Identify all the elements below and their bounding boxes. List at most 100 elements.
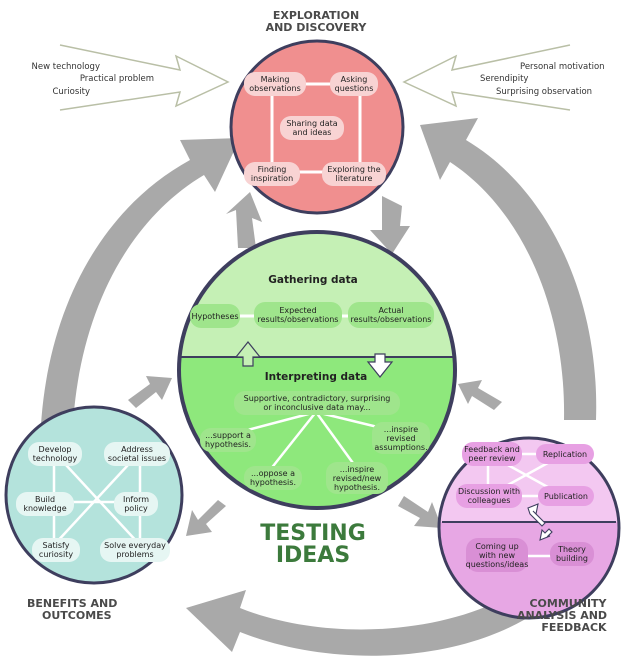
- arrow-test-to-explore-left: [226, 192, 262, 248]
- benefits-circle: Develop technology Address societal issu…: [4, 405, 184, 585]
- svg-text:Feedback and: Feedback and: [464, 445, 520, 454]
- svg-text:Expected: Expected: [279, 306, 316, 315]
- svg-text:assumptions.: assumptions.: [374, 443, 427, 452]
- community-circle: Feedback and peer review Replication Dis…: [437, 436, 621, 620]
- benefit-node-address-societal: Address societal issues: [104, 442, 170, 466]
- benefits-title-line2: OUTCOMES: [42, 609, 112, 622]
- interpret-node-oppose: ...oppose a hypothesis.: [244, 466, 302, 490]
- svg-text:literature: literature: [336, 174, 373, 183]
- gathering-data-title: Gathering data: [268, 274, 357, 286]
- svg-text:Publication: Publication: [544, 492, 588, 501]
- arrow-down-to-interpreting-icon: [366, 353, 394, 378]
- input-serendipity: Serendipity: [480, 74, 528, 84]
- benefit-node-build-knowledge: Build knowledge: [16, 492, 74, 516]
- interpret-node-revised-assumptions: ...inspire revised assumptions.: [372, 422, 430, 454]
- input-practical-problem: Practical problem: [80, 74, 154, 84]
- input-arrows: [59, 44, 571, 111]
- svg-text:peer review: peer review: [468, 454, 516, 463]
- explore-node-finding-inspiration: Finding inspiration: [244, 162, 300, 186]
- svg-text:Replication: Replication: [543, 450, 587, 459]
- community-title-line2: ANALYSIS AND: [517, 609, 607, 622]
- right-input-arrow: [402, 44, 571, 111]
- testing-circle: Gathering data Hypotheses Expected resul…: [177, 230, 457, 510]
- left-input-arrow: [59, 44, 230, 111]
- svg-text:observations: observations: [249, 84, 300, 93]
- benefit-node-inform-policy: Inform policy: [114, 492, 158, 516]
- gather-node-expected: Expected results/observations: [254, 302, 342, 328]
- svg-text:...inspire: ...inspire: [384, 425, 419, 434]
- community-title-line3: FEEDBACK: [541, 621, 607, 634]
- testing-title-line1: TESTING: [260, 521, 366, 546]
- input-labels-left: New technology Practical problem Curiosi…: [32, 62, 154, 97]
- svg-text:hypothesis.: hypothesis.: [205, 440, 251, 449]
- community-node-discussion: Discussion with colleagues: [456, 484, 522, 508]
- interpreting-data-title: Interpreting data: [265, 371, 368, 383]
- interpret-node-data-may: Supportive, contradictory, surprising or…: [234, 391, 400, 415]
- svg-text:revised/new: revised/new: [333, 474, 382, 483]
- svg-text:inspiration: inspiration: [251, 174, 293, 183]
- input-new-technology: New technology: [32, 62, 100, 72]
- svg-text:knowledge: knowledge: [23, 504, 66, 513]
- svg-text:results/observations: results/observations: [258, 315, 339, 324]
- benefit-node-satisfy-curiosity: Satisfy curiosity: [32, 538, 80, 562]
- community-node-new-questions: Coming up with new questions/ideas: [466, 538, 528, 572]
- input-surprising-observation: Surprising observation: [496, 87, 592, 97]
- svg-text:Hypotheses: Hypotheses: [191, 312, 238, 321]
- svg-text:Finding: Finding: [258, 165, 287, 174]
- community-title-line1: COMMUNITY: [529, 597, 607, 610]
- gather-node-hypotheses: Hypotheses: [190, 304, 240, 328]
- svg-text:policy: policy: [124, 504, 148, 513]
- arrow-test-to-benefits: [186, 500, 226, 536]
- svg-text:...oppose a: ...oppose a: [251, 469, 295, 478]
- double-arrow-icon: [527, 503, 553, 541]
- interpret-node-support: ...support a hypothesis.: [200, 428, 256, 452]
- community-node-theory: Theory building: [550, 542, 594, 566]
- arrow-community-to-test: [458, 380, 502, 410]
- svg-text:problems: problems: [116, 550, 153, 559]
- arrow-test-to-community: [398, 496, 442, 528]
- svg-text:hypothesis.: hypothesis.: [250, 478, 296, 487]
- benefits-title-line1: BENEFITS AND: [27, 597, 117, 610]
- svg-text:Making: Making: [261, 75, 290, 84]
- community-node-feedback: Feedback and peer review: [462, 442, 522, 466]
- svg-text:...inspire: ...inspire: [340, 465, 375, 474]
- exploration-title-line2: AND DISCOVERY: [266, 21, 368, 34]
- svg-text:questions: questions: [335, 84, 374, 93]
- svg-text:hypothesis.: hypothesis.: [334, 483, 380, 492]
- input-labels-right: Personal motivation Serendipity Surprisi…: [480, 62, 605, 97]
- svg-text:Asking: Asking: [341, 75, 368, 84]
- right-cycle-arrow: [420, 118, 597, 420]
- svg-text:Theory: Theory: [557, 545, 586, 554]
- svg-text:colleagues: colleagues: [468, 496, 511, 505]
- explore-node-asking-questions: Asking questions: [330, 72, 378, 96]
- svg-text:Solve everyday: Solve everyday: [104, 541, 166, 550]
- svg-text:Develop: Develop: [39, 445, 72, 454]
- svg-text:Sharing data: Sharing data: [286, 119, 337, 128]
- svg-text:Inform: Inform: [123, 495, 149, 504]
- svg-text:Coming up: Coming up: [475, 542, 518, 551]
- arrow-explore-to-test-right: [370, 196, 410, 254]
- svg-text:Supportive, contradictory, sur: Supportive, contradictory, surprising: [244, 394, 391, 403]
- svg-text:or inconclusive data may...: or inconclusive data may...: [263, 403, 370, 412]
- svg-text:curiosity: curiosity: [39, 550, 73, 559]
- benefit-node-develop-technology: Develop technology: [28, 442, 82, 466]
- svg-text:Discussion with: Discussion with: [458, 487, 520, 496]
- explore-node-exploring-literature: Exploring the literature: [322, 162, 386, 186]
- svg-text:and ideas: and ideas: [293, 128, 332, 137]
- svg-text:Address: Address: [121, 445, 153, 454]
- benefit-node-solve-problems: Solve everyday problems: [100, 538, 170, 562]
- input-personal-motivation: Personal motivation: [520, 62, 605, 72]
- svg-text:Satisfy: Satisfy: [43, 541, 70, 550]
- explore-node-making-observations: Making observations: [244, 72, 306, 96]
- svg-text:societal issues: societal issues: [108, 454, 166, 463]
- svg-text:Build: Build: [35, 495, 55, 504]
- svg-text:revised: revised: [386, 434, 415, 443]
- community-node-replication: Replication: [536, 444, 594, 464]
- svg-text:Actual: Actual: [378, 306, 403, 315]
- svg-text:results/observations: results/observations: [351, 315, 432, 324]
- svg-text:...support a: ...support a: [205, 431, 251, 440]
- community-node-publication: Publication: [538, 486, 594, 506]
- interpret-node-revised-hypothesis: ...inspire revised/new hypothesis.: [326, 462, 388, 494]
- svg-text:with new: with new: [479, 551, 516, 560]
